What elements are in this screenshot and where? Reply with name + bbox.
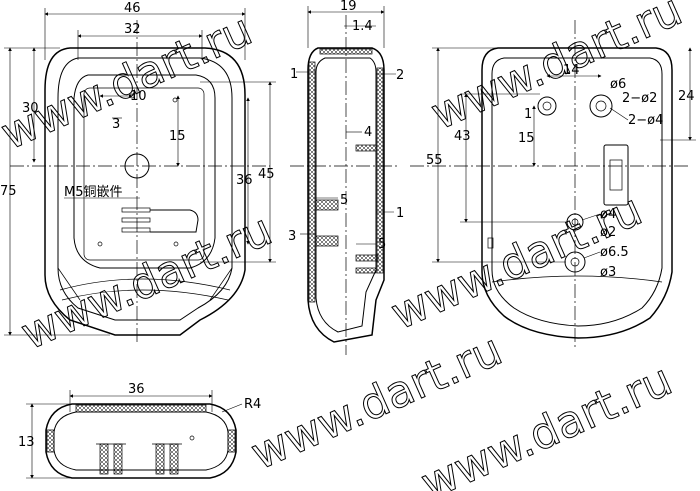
side-rib-1 <box>355 144 377 152</box>
front-dim-width-outer: 46 <box>124 1 141 16</box>
side-rib-3 <box>355 267 377 274</box>
back-hole-top-right-outer <box>589 94 613 118</box>
front-screen-area <box>83 87 205 261</box>
front-bottom-curve <box>59 278 231 291</box>
back-switch-slot-outer <box>603 144 629 206</box>
back-dim-24: 24 <box>678 89 695 104</box>
front-diag-left <box>57 267 81 301</box>
front-dim-15: 15 <box>169 129 186 144</box>
side-wall-left <box>308 61 316 303</box>
back-hole-top-left-outer <box>537 96 557 116</box>
bottom-dim-radius: R4 <box>244 397 261 412</box>
front-dim-30: 30 <box>22 101 39 116</box>
bottom-rib-left <box>96 443 126 475</box>
back-dim-2d2: 2−ø2 <box>622 91 657 106</box>
side-view: 19 1.4 1 2 4 5 1 3 5 <box>288 0 404 355</box>
side-dim-depth: 19 <box>340 0 357 14</box>
side-wall-right <box>376 67 384 274</box>
watermark-3: www.dart.ru <box>384 184 650 340</box>
back-side-notch <box>487 237 494 249</box>
back-dim-14: 14 <box>563 63 580 78</box>
connector-slot <box>121 207 199 233</box>
bottom-wall-hatch-top <box>75 404 207 413</box>
back-dim-d2: ø2 <box>600 225 616 240</box>
bottom-wall-hatch-right <box>227 429 236 453</box>
side-dim-wall: 1.4 <box>352 19 373 34</box>
side-dim-5-b: 5 <box>378 237 386 252</box>
front-outer-outline <box>44 47 246 336</box>
back-hole-top-left-inner <box>542 101 552 111</box>
front-small-hole-top-right <box>172 97 178 103</box>
side-dim-4: 4 <box>364 125 372 140</box>
back-dim-d3: ø3 <box>600 265 616 280</box>
front-diag-right <box>209 267 233 301</box>
side-dim-3: 3 <box>288 229 296 244</box>
front-inner-outline <box>57 57 233 321</box>
back-view: 14 ø6 2−ø2 2−ø4 24 1 43 55 15 ø4 ø2 ø6.5… <box>410 20 696 350</box>
side-boss <box>315 199 339 211</box>
front-dim-36: 36 <box>236 173 253 188</box>
front-dim-3: 3 <box>112 117 120 132</box>
front-small-hole-left <box>97 241 103 247</box>
front-panel <box>73 74 216 269</box>
bottom-inner-outline <box>53 411 229 471</box>
back-hole-top-right-inner <box>595 100 607 112</box>
bottom-dim-height: 13 <box>18 435 35 450</box>
front-view: 46 32 75 30 10 3 15 36 45 M5铜嵌件 <box>0 1 276 345</box>
side-rib-2 <box>355 254 379 262</box>
bottom-view: 36 13 R4 <box>18 382 261 479</box>
side-dim-2: 2 <box>396 68 404 83</box>
back-dim-2d4: 2−ø4 <box>628 113 663 128</box>
side-outer-outline <box>307 47 385 343</box>
side-dim-5-a: 5 <box>340 193 348 208</box>
bottom-rib-right <box>152 443 182 475</box>
front-dim-width-inner: 32 <box>124 22 141 37</box>
insert-label: M5铜嵌件 <box>64 185 123 200</box>
bottom-small-hole <box>189 435 195 441</box>
back-switch-slot-inner <box>609 159 623 191</box>
back-dim-d4: ø4 <box>600 207 616 222</box>
bottom-dim-width: 36 <box>128 382 145 397</box>
back-inner-outline <box>491 57 663 327</box>
back-bottom-band <box>491 275 663 283</box>
side-boss-2 <box>315 235 339 247</box>
side-dim-1-mid: 1 <box>396 206 404 221</box>
back-dim-15: 15 <box>518 131 535 146</box>
front-dim-10: 10 <box>130 89 147 104</box>
front-dim-45: 45 <box>258 167 275 182</box>
bottom-outer-outline <box>45 403 237 479</box>
back-outer-outline <box>481 47 673 339</box>
front-small-hole-right <box>173 241 179 247</box>
side-inner-outline <box>315 57 377 333</box>
front-bottom-curve-2 <box>61 289 229 301</box>
bottom-wall-hatch-left <box>46 429 55 453</box>
side-dim-1-top: 1 <box>290 67 298 82</box>
front-dim-height-total: 75 <box>0 184 17 199</box>
back-dim-d6: ø6 <box>610 77 626 92</box>
back-dim-43: 43 <box>454 129 471 144</box>
back-dim-55: 55 <box>426 153 443 168</box>
back-dim-d65: ø6.5 <box>600 245 629 260</box>
back-dim-1: 1 <box>524 107 532 122</box>
